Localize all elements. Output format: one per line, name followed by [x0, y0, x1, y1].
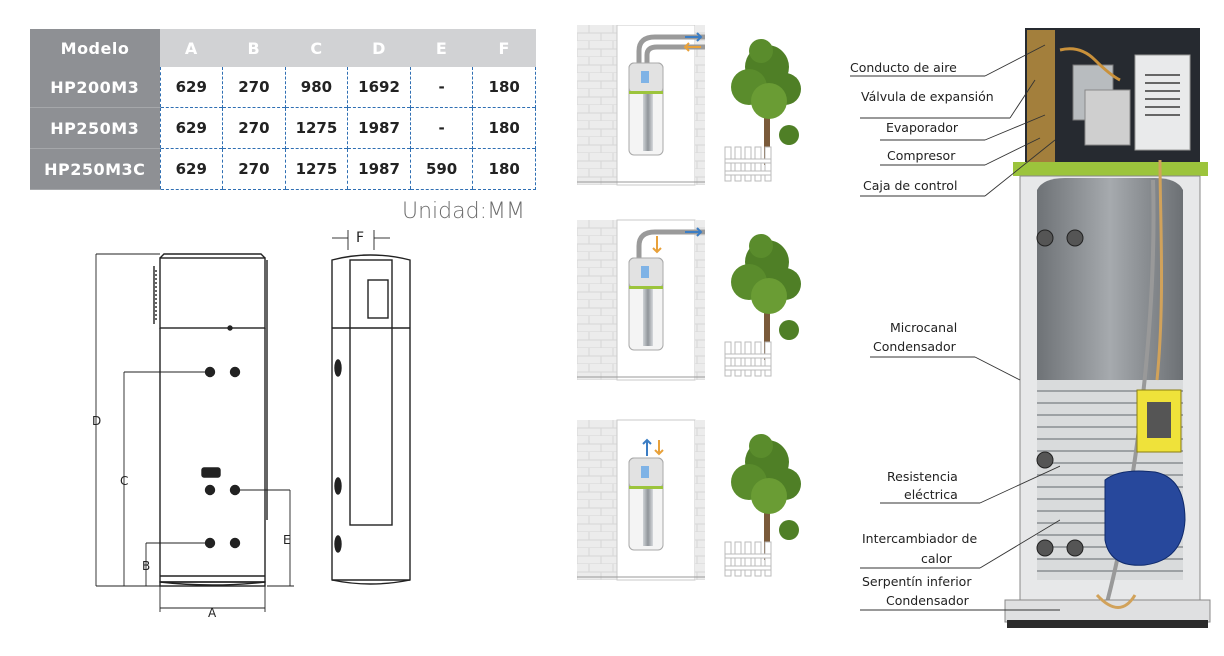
callout-lines — [850, 44, 1060, 611]
cell-f: 180 — [472, 148, 536, 190]
cell-d: 1987 — [347, 148, 411, 190]
row-model: HP250M3C — [30, 148, 160, 190]
header-d: D — [347, 29, 411, 67]
cell-c: 980 — [284, 67, 348, 108]
cell-a: 629 — [159, 107, 223, 149]
spec-table: Modelo A B C D E F HP200M3 629 270 980 1… — [30, 29, 536, 190]
table-row: HP200M3 629 270 980 1692 - 180 — [30, 67, 536, 108]
cell-e: - — [409, 107, 473, 149]
cell-c: 1275 — [284, 148, 348, 190]
table-row: HP250M3 629 270 1275 1987 - 180 — [30, 107, 536, 149]
cell-b: 270 — [222, 107, 286, 149]
row-model: HP250M3 — [30, 107, 160, 149]
header-c: C — [285, 29, 348, 67]
installation-panels — [577, 25, 801, 581]
label-serpentin-condensador: Condensador — [886, 593, 969, 608]
cell-b: 270 — [222, 148, 286, 190]
cell-e: - — [409, 67, 473, 108]
dimension-drawing: D C B E A F — [92, 230, 411, 620]
label-conducto-aire: Conducto de aire — [850, 60, 957, 75]
label-serpentin: Serpentín inferior — [862, 574, 972, 589]
header-f: F — [472, 29, 536, 67]
panel-ducted-in-out — [577, 25, 801, 186]
row-model: HP200M3 — [30, 67, 160, 108]
cell-e: 590 — [409, 148, 473, 190]
cell-d: 1692 — [347, 67, 411, 108]
label-intercambiador: Intercambiador de — [862, 531, 978, 546]
label-caja-control: Caja de control — [863, 178, 958, 193]
unit-note: Unidad:MM — [402, 199, 525, 224]
dim-label-d: D — [92, 414, 101, 428]
label-compresor: Compresor — [887, 148, 956, 163]
label-microcanal: Microcanal — [890, 320, 958, 335]
header-b: B — [222, 29, 286, 67]
header-e: E — [410, 29, 473, 67]
label-microcanal-condensador: Condensador — [873, 339, 956, 354]
label-intercambiador-calor: calor — [921, 551, 952, 566]
cell-f: 180 — [472, 107, 536, 149]
dim-label-e: E — [283, 533, 291, 547]
cell-c: 1275 — [284, 107, 348, 149]
dim-label-b: B — [142, 559, 150, 573]
front-view — [153, 253, 268, 587]
side-view — [331, 254, 411, 585]
dim-label-c: C — [120, 474, 128, 488]
table-row: HP250M3C 629 270 1275 1987 590 180 — [30, 148, 536, 190]
dim-label-f: F — [356, 230, 364, 246]
label-valvula-expansion: Válvula de expansión — [861, 89, 994, 104]
label-resistencia-electrica: eléctrica — [904, 487, 958, 502]
label-evaporador: Evaporador — [886, 120, 959, 135]
dim-label-a: A — [208, 606, 217, 620]
cell-d: 1987 — [347, 107, 411, 149]
heat-pump-cutaway — [1004, 28, 1211, 628]
cell-f: 180 — [472, 67, 536, 108]
label-resistencia: Resistencia — [887, 469, 958, 484]
header-modelo: Modelo — [30, 29, 160, 67]
panel-non-ducted — [577, 419, 801, 581]
cell-a: 629 — [159, 148, 223, 190]
panel-ducted-out — [577, 219, 801, 381]
header-a: A — [160, 29, 223, 67]
table-header-row: Modelo A B C D E F — [30, 29, 536, 67]
cell-a: 629 — [159, 67, 223, 108]
cell-b: 270 — [222, 67, 286, 108]
